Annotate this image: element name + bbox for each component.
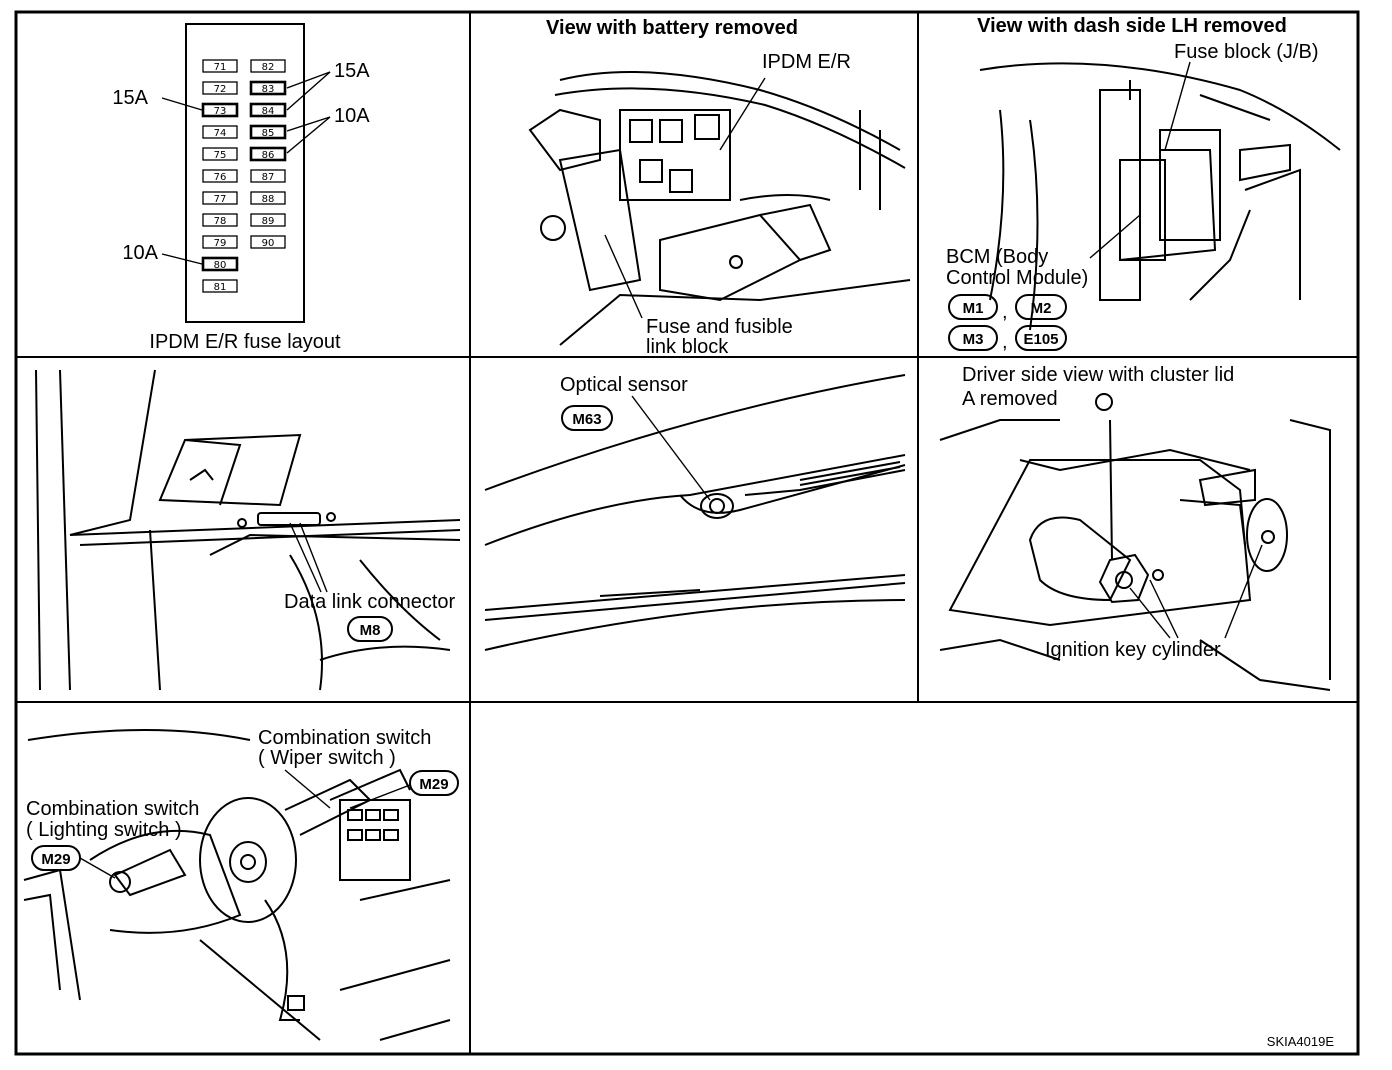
callout-15a-right: 15A (334, 60, 370, 82)
wiper-switch-label-line2: ( Wiper switch ) (258, 747, 396, 769)
fuse-71-label: 71 (214, 62, 227, 73)
separator-2: , (1002, 331, 1008, 353)
callout-15a-left: 15A (112, 87, 148, 109)
fuse-layout-caption: IPDM E/R fuse layout (149, 331, 341, 353)
fuse-76-box (202, 169, 238, 183)
fuse-block-label-line2: link block (646, 336, 729, 358)
fuse-78-box (202, 213, 238, 227)
separator-1: , (1002, 301, 1008, 323)
fuse-82-label: 82 (262, 62, 275, 73)
connector-m1: M1 (963, 300, 984, 317)
dlc-illustration (35, 369, 461, 691)
dash-illustration (979, 62, 1341, 331)
fuse-83-label: 83 (262, 84, 275, 95)
panel-fuse-layout: 71 72 73 74 75 76 77 78 79 80 81 82 83 84 85 86 87 88 89 9… (112, 23, 370, 353)
fuse-71-box (202, 59, 238, 73)
panel-data-link: Data link connector M8 (35, 369, 461, 691)
bcm-label-line2: Control Module) (946, 267, 1088, 289)
fuse-75-box (202, 147, 238, 161)
fuse-79-box (202, 235, 238, 249)
fuse-88-label: 88 (262, 194, 275, 205)
fuse-88-box (250, 191, 286, 205)
connector-m29-lighting: M29 (41, 851, 70, 868)
connector-m8: M8 (360, 622, 381, 639)
fuse-73-box (201, 102, 239, 118)
connector-e105: E105 (1023, 331, 1058, 348)
fuse-82-box (250, 59, 286, 73)
fuse-87-box (250, 169, 286, 183)
windshield-illustration (484, 374, 906, 651)
panel-combination-switch: Combination switch ( Wiper switch ) M29 … (23, 727, 459, 1041)
callout-10a-right: 10A (334, 105, 370, 127)
fuse-column-left: 71 72 73 74 75 76 77 78 79 80 81 (201, 59, 239, 293)
fuse-79-label: 79 (214, 238, 227, 249)
figure-code: SKIA4019E (1267, 1034, 1335, 1049)
fuse-84-box (249, 102, 287, 118)
fuse-77-box (202, 191, 238, 205)
connector-m63: M63 (572, 411, 601, 428)
wiper-switch-label-line1: Combination switch (258, 727, 431, 749)
panel-ignition: Driver side view with cluster lid A remo… (939, 364, 1331, 691)
steering-column-illustration (23, 729, 451, 1041)
engine-bay-illustration (528, 71, 911, 346)
panel-dash-removed: View with dash side LH removed Fuse bloc… (946, 15, 1341, 353)
battery-view-title: View with battery removed (546, 17, 798, 39)
lighting-switch-label-line2: ( Lighting switch ) (26, 819, 182, 841)
ignition-illustration (939, 393, 1331, 691)
dash-view-title: View with dash side LH removed (977, 15, 1287, 37)
fuse-89-box (250, 213, 286, 227)
fuse-86-label: 86 (262, 150, 275, 161)
fuse-72-box (202, 81, 238, 95)
fuse-block-label-line1: Fuse and fusible (646, 316, 793, 338)
panel-battery-removed: View with battery removed IPDM E/R Fuse … (528, 17, 911, 358)
fuse-80-label: 80 (214, 260, 227, 271)
lighting-switch-label-line1: Combination switch (26, 798, 199, 820)
fuse-78-label: 78 (214, 216, 227, 227)
callout-10a-left: 10A (122, 242, 158, 264)
connector-m2: M2 (1031, 300, 1052, 317)
fuse-90-label: 90 (262, 238, 275, 249)
bcm-label-line1: BCM (Body (946, 246, 1048, 268)
ipdm-label: IPDM E/R (762, 51, 851, 73)
fuse-77-label: 77 (214, 194, 227, 205)
fuse-75-label: 75 (214, 150, 227, 161)
optical-sensor-label: Optical sensor (560, 374, 688, 396)
dlc-label: Data link connector (284, 591, 456, 613)
fuse-74-box (202, 125, 238, 139)
panel-optical-sensor: Optical sensor M63 (484, 374, 906, 651)
ignition-key-cylinder-label: Ignition key cylinder (1045, 639, 1221, 661)
fuse-81-label: 81 (214, 282, 227, 293)
fuse-86-box (249, 146, 287, 162)
fuse-85-label: 85 (262, 128, 275, 139)
fuse-74-label: 74 (214, 128, 227, 139)
fuse-90-box (250, 235, 286, 249)
fuse-72-label: 72 (214, 84, 227, 95)
fuse-87-label: 87 (262, 172, 275, 183)
ignition-view-title-line1: Driver side view with cluster lid (962, 364, 1234, 386)
fuse-84-label: 84 (262, 106, 275, 117)
fuse-80-box (201, 256, 239, 272)
fuse-81-box (202, 279, 238, 293)
ignition-view-title-line2: A removed (962, 388, 1058, 410)
fuse-block-jb-label: Fuse block (J/B) (1174, 41, 1318, 63)
fuse-column-right: 82 83 84 85 86 87 88 89 90 (249, 59, 287, 249)
fuse-73-label: 73 (214, 106, 227, 117)
panel-grid (14, 10, 1360, 1056)
fuse-89-label: 89 (262, 216, 275, 227)
fuse-76-label: 76 (214, 172, 227, 183)
fuse-85-box (249, 124, 287, 140)
fuse-83-box (249, 80, 287, 96)
connector-m3: M3 (963, 331, 984, 348)
connector-m29-wiper: M29 (419, 776, 448, 793)
